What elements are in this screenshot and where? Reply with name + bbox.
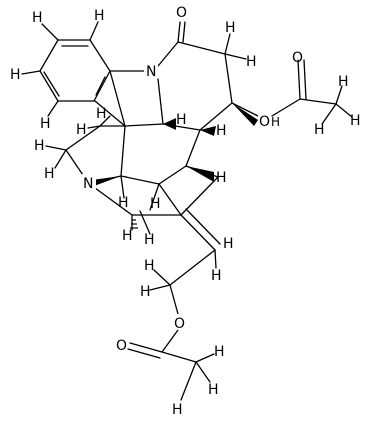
- n-amine: N: [83, 176, 93, 192]
- h-ring1-ul: H: [32, 10, 43, 26]
- h-alkene1: H: [223, 236, 234, 252]
- h-ring1-top: H: [94, 8, 105, 24]
- stereo-bonds: [92, 103, 258, 229]
- h-stereo-mid: H: [176, 112, 187, 128]
- h-ring1-bl: H: [40, 116, 51, 132]
- o-ketone: O: [176, 5, 187, 21]
- o-carbonyl-r: O: [292, 50, 303, 66]
- h-methyl-l3: H: [172, 402, 183, 418]
- n-amide: N: [146, 64, 156, 80]
- atom-labels: H H H H O N H H O H H H O H H H H H H H …: [10, 5, 361, 418]
- h-alkene2: H: [211, 268, 222, 284]
- h-bridge: H: [150, 196, 161, 212]
- h-low-1: H: [122, 228, 133, 244]
- h-stereo-right: H: [216, 123, 227, 139]
- h-ch2o-1: H: [144, 258, 155, 274]
- h-abs-label: H: [271, 115, 280, 129]
- bonds: [21, 21, 353, 401]
- o-carbonyl-low: O: [116, 338, 127, 354]
- o-ester-r: O: [259, 114, 270, 130]
- h-methyl-r2: H: [350, 113, 361, 129]
- h-ring1-l: H: [10, 67, 21, 83]
- h-methyl-l2: H: [208, 382, 219, 398]
- h-methyl-r3: H: [314, 122, 325, 138]
- o-ester-low: O: [174, 316, 185, 332]
- h-ch2-n1: H: [34, 138, 45, 154]
- h-ch2-a: H: [225, 20, 236, 36]
- h-methyl-r1: H: [338, 74, 349, 90]
- h-ch2-n2: H: [44, 166, 55, 182]
- h-ring-l1: H: [96, 106, 107, 122]
- h-ring-l2: H: [76, 122, 87, 138]
- h-stereo-center: H: [216, 170, 227, 186]
- h-methyl-l1: H: [214, 344, 225, 360]
- h-low-2: H: [144, 232, 155, 248]
- h-ch2o-2: H: [140, 284, 151, 300]
- h-stereo-low: H: [118, 195, 129, 211]
- h-ch2-b: H: [246, 54, 257, 70]
